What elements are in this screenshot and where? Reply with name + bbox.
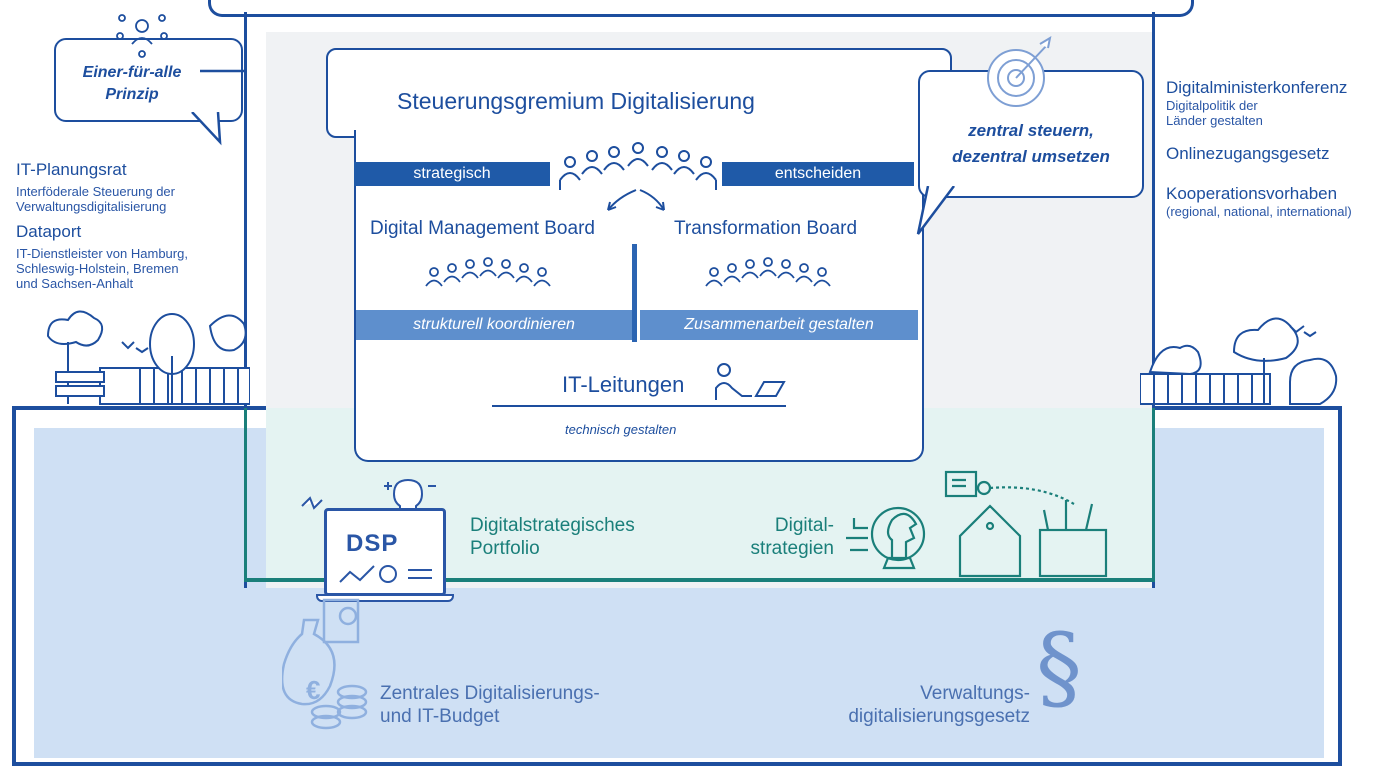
law-label: Verwaltungs- digitalisierungsgesetz bbox=[800, 682, 1030, 728]
budget-label: Zentrales Digitalisierungs- und IT-Budge… bbox=[380, 682, 600, 728]
portfolio-line1: Digitalstrategisches bbox=[470, 515, 635, 536]
basement-wall-right bbox=[1152, 408, 1155, 582]
portfolio-label: Digitalstrategisches Portfolio bbox=[470, 514, 635, 560]
money-bag-icon bbox=[282, 598, 368, 730]
basement-floor-line bbox=[244, 578, 1155, 582]
decide-bar: entscheiden bbox=[722, 162, 914, 186]
collaboration-bar: Zusammenarbeit gestalten bbox=[640, 310, 918, 340]
digital-management-board-title: Digital Management Board bbox=[370, 218, 595, 239]
dataport-desc-3: und Sachsen-Anhalt bbox=[16, 276, 134, 291]
left-landscape-icon bbox=[46, 310, 250, 405]
one-for-all-text: Einer-für-alle Prinzip bbox=[56, 62, 208, 106]
budget-line1: Zentrales Digitalisierungs- bbox=[380, 683, 600, 704]
steering-board-title: Steuerungsgremium Digitalisierung bbox=[397, 88, 755, 114]
house-wall-left bbox=[244, 12, 247, 588]
speech-bubble-left-tail bbox=[191, 112, 222, 146]
digital-ministers-title: Digitalministerkonferenz bbox=[1166, 78, 1348, 97]
portfolio-line2: Portfolio bbox=[470, 538, 540, 559]
budget-line2: und IT-Budget bbox=[380, 706, 500, 727]
people-group-icon bbox=[559, 142, 717, 190]
online-access-law-title: Onlinezugangsgesetz bbox=[1166, 144, 1330, 163]
coordinate-bar: strukturell koordinieren bbox=[356, 310, 632, 340]
cooperation-projects-desc: (regional, national, international) bbox=[1166, 204, 1352, 219]
strategic-bar: strategisch bbox=[354, 162, 550, 186]
law-line2: digitalisierungsgesetz bbox=[848, 706, 1030, 727]
house-wall-right bbox=[1152, 12, 1155, 588]
board-divider bbox=[632, 244, 637, 342]
people-group-left-icon bbox=[425, 257, 551, 287]
paragraph-icon: § bbox=[1036, 614, 1082, 721]
basement-wall-left bbox=[244, 408, 247, 582]
laptop-person-icon bbox=[715, 363, 786, 400]
steer-centrally-line1: zentral steuern, bbox=[968, 121, 1094, 140]
it-leadership-subtitle: technisch gestalten bbox=[565, 422, 677, 437]
it-planning-council-desc-1: Interföderale Steuerung der bbox=[16, 184, 175, 199]
connector-line bbox=[200, 69, 246, 73]
speech-bubble-right-tail bbox=[916, 186, 955, 235]
it-leadership-line bbox=[492, 405, 786, 407]
cooperation-projects-title: Kooperationsvorhaben bbox=[1166, 184, 1338, 203]
strategies-line1: Digital- bbox=[774, 515, 834, 536]
digital-ministers-desc-1: Digitalpolitik der bbox=[1166, 98, 1258, 113]
dataport-title: Dataport bbox=[16, 222, 82, 241]
dsp-label: DSP bbox=[346, 530, 399, 557]
left-info: IT-Planungsrat Interföderale Steuerung d… bbox=[16, 160, 246, 291]
right-info: Digitalministerkonferenz Digitalpolitik … bbox=[1166, 78, 1398, 219]
strategy-tools-icon bbox=[846, 470, 1108, 578]
it-planning-council-title: IT-Planungsrat bbox=[16, 160, 127, 179]
speech-bubble-left bbox=[54, 38, 243, 122]
steer-centrally-line2: dezentral umsetzen bbox=[952, 147, 1110, 166]
arrows-icon bbox=[607, 189, 665, 211]
lightbulb-icon bbox=[301, 478, 436, 515]
target-icon bbox=[987, 36, 1052, 107]
house-roof bbox=[208, 0, 1194, 17]
digital-ministers-desc-2: Länder gestalten bbox=[1166, 113, 1263, 128]
law-line1: Verwaltungs- bbox=[920, 683, 1030, 704]
euro-icon: € bbox=[306, 675, 321, 705]
dataport-desc-1: IT-Dienstleister von Hamburg, bbox=[16, 246, 188, 261]
dsp-laptop-base bbox=[316, 594, 454, 602]
one-for-all-line1: Einer-für-alle bbox=[82, 64, 182, 81]
steer-centrally-text: zentral steuern, dezentral umsetzen bbox=[920, 118, 1142, 170]
dataport-desc-2: Schleswig-Holstein, Bremen bbox=[16, 261, 179, 276]
network-person-icon bbox=[116, 14, 168, 58]
it-planning-council-desc-2: Verwaltungsdigitalisierung bbox=[16, 199, 167, 214]
people-group-right-icon bbox=[705, 257, 831, 287]
one-for-all-line2: Prinzip bbox=[105, 86, 159, 103]
chart-gear-icon bbox=[339, 565, 432, 583]
transformation-board-title: Transformation Board bbox=[674, 218, 858, 239]
it-leadership-title: IT-Leitungen bbox=[562, 372, 685, 397]
strategies-line2: strategien bbox=[750, 538, 834, 559]
right-landscape-icon bbox=[1140, 317, 1338, 405]
strategies-label: Digital- strategien bbox=[730, 514, 834, 560]
